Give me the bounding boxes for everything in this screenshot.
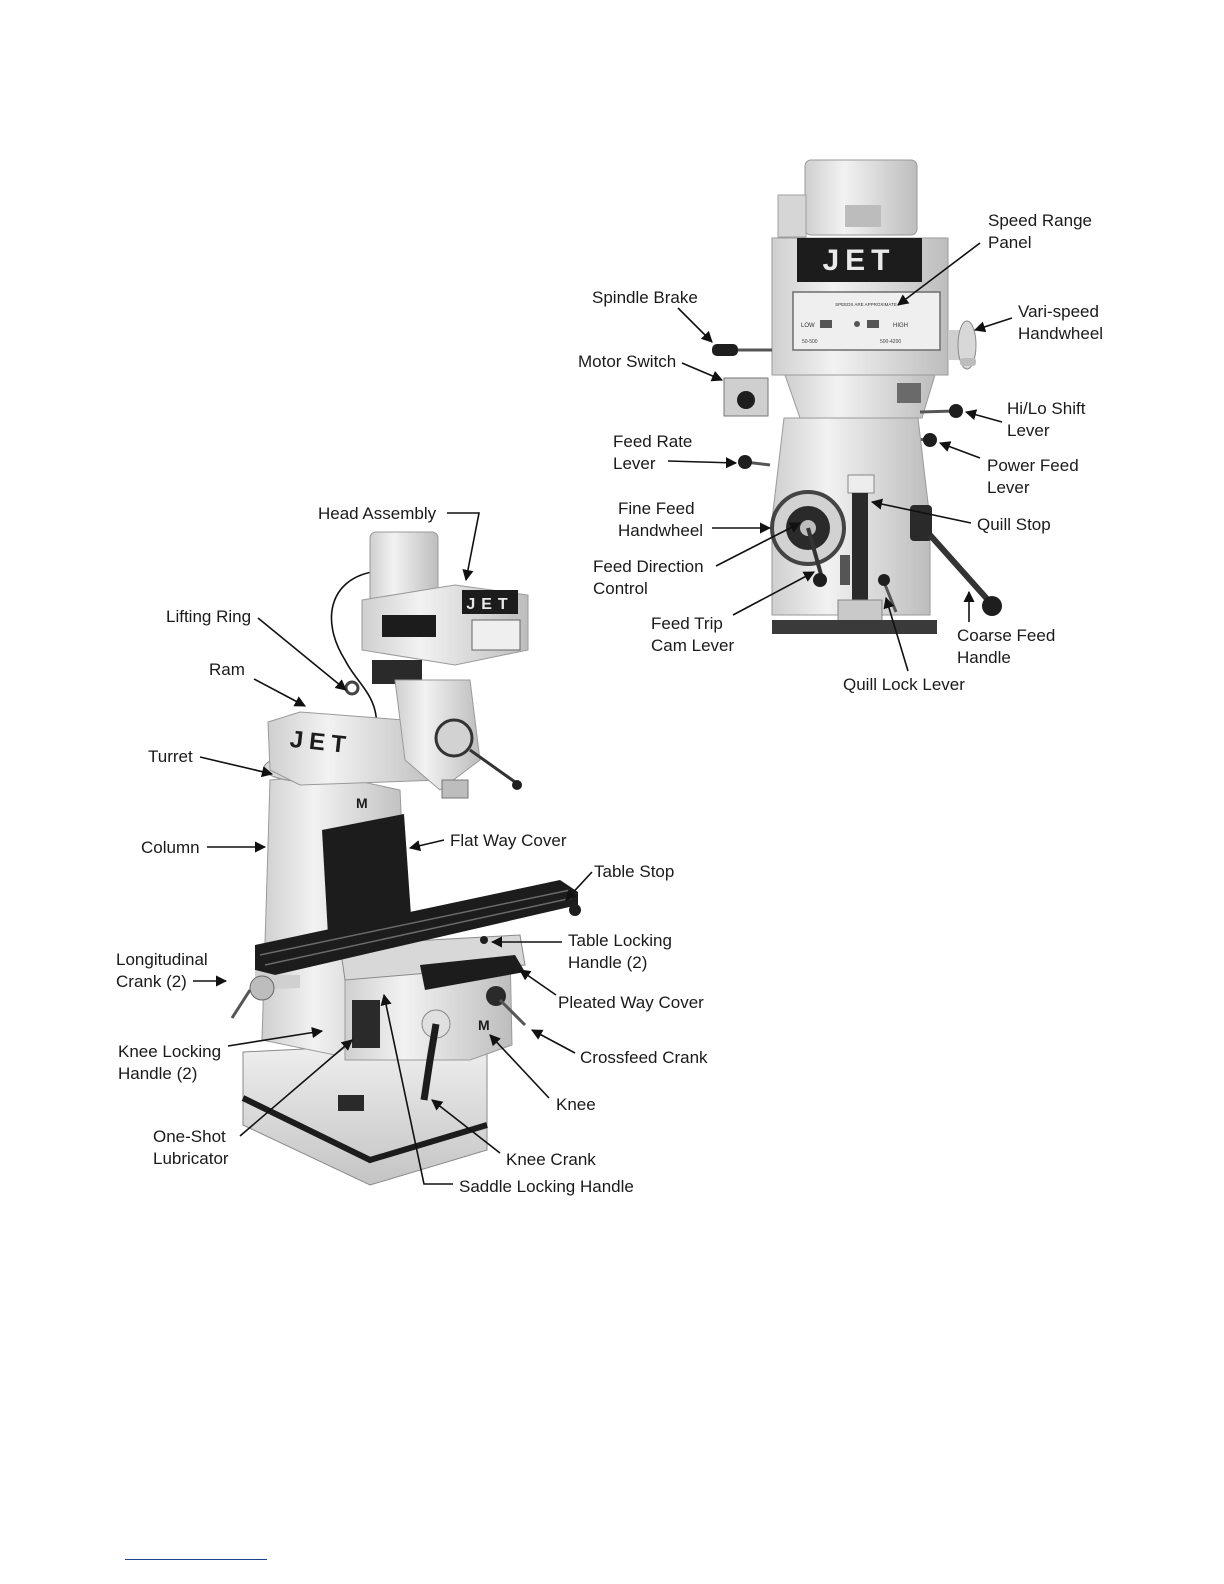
quill-stop-label: Quill Stop [977, 515, 1051, 534]
feed-rate-knob [738, 455, 752, 469]
quill-lock-lever-leader [883, 596, 909, 672]
turret-label: Turret [148, 747, 193, 766]
crossfeed-crank-label: Crossfeed Crank [580, 1048, 708, 1067]
lifting-ring-leader [257, 617, 347, 691]
motor-switch-label: Motor Switch [578, 352, 676, 371]
flat-way-cover-label: Flat Way Cover [450, 831, 567, 850]
panel-high-range: 500-4200 [880, 339, 901, 345]
side-callouts: Head Assembly Lifting Ring Ram Turret Co… [116, 504, 708, 1196]
hi-lo-shift-lever-leader [964, 409, 1003, 423]
hi-lo-knob [949, 404, 963, 418]
pleated-way-cover-leader [519, 969, 557, 996]
side-jet-badge [462, 590, 518, 614]
pleated-way-cover-label: Pleated Way Cover [558, 993, 704, 1012]
speed-range-panel-label: Speed Range Panel [988, 211, 1097, 252]
front-jet-badge [797, 238, 922, 282]
one-shot-lubricator-leader [239, 1039, 353, 1137]
power-feed-lever-label: Power Feed Lever [987, 456, 1083, 497]
feed-trip-cam-lever-label: Feed Trip Cam Lever [651, 614, 734, 655]
power-feed-knob [923, 433, 937, 447]
longitudinal-crank-label: Longitudinal Crank (2) [116, 950, 212, 991]
power-feed-lever-leader [938, 441, 981, 459]
column-mark-text: M [356, 795, 368, 811]
ram-leader [253, 678, 306, 707]
table-locking-handle-label: Table Locking Handle (2) [568, 931, 677, 972]
lifting-ring-shape [344, 680, 360, 696]
panel-low: LOW [801, 323, 815, 329]
table-stop-label: Table Stop [594, 862, 674, 881]
saddle-locking-handle-label: Saddle Locking Handle [459, 1177, 634, 1196]
knee-leader [489, 1034, 550, 1099]
quill-stop-leader [870, 498, 972, 524]
fine-feed-handwheel-label: Fine Feed Handwheel [618, 499, 703, 540]
flat-way-cover-leader [408, 839, 445, 852]
side-base [242, 1039, 488, 1186]
panel-header: SPEEDS ARE APPROXIMATE [835, 302, 897, 307]
side-view-illustration: JET M JET M [230, 531, 581, 1186]
motor-switch-leader [681, 362, 724, 382]
vari-speed-handwheel-leader [973, 317, 1013, 333]
side-head-jet-text: JET [466, 596, 513, 613]
knee-crank-label: Knee Crank [506, 1150, 596, 1169]
one-shot-lubricator-label: One-Shot Lubricator [153, 1127, 231, 1168]
coarse-feed-handle-label: Coarse Feed Handle [957, 626, 1060, 667]
knee-locking-handle-leader [227, 1027, 324, 1047]
head-assembly-leader [447, 512, 480, 582]
footer-rule [125, 1559, 267, 1560]
flat-way-cover-shape [322, 814, 412, 935]
hi-lo-shift-lever-label: Hi/Lo Shift Lever [1007, 399, 1090, 440]
panel-low-range: 50-500 [802, 339, 818, 345]
crossfeed-crank-leader [531, 1029, 576, 1054]
speed-range-panel-leader [897, 242, 981, 306]
front-view-illustration: JET SPEEDS ARE APPROXIMATE LOW HIGH 50-5… [712, 159, 1002, 634]
feed-rate-lever-leader [667, 457, 738, 469]
table-stop-leader [565, 871, 593, 901]
feed-rate-lever-label: Feed Rate Lever [613, 432, 697, 473]
spindle-brake-leader [677, 307, 713, 343]
coarse-feed-knob [982, 596, 1002, 616]
turret-leader [199, 756, 274, 778]
knee-locking-handle-label: Knee Locking Handle (2) [118, 1042, 226, 1083]
panel-high: HIGH [893, 323, 908, 329]
head-assembly-label: Head Assembly [318, 504, 437, 523]
vari-speed-handwheel-label: Vari-speed Handwheel [1018, 302, 1104, 343]
saddle-locking-handle-leader [380, 993, 453, 1185]
side-table [255, 880, 578, 975]
knee-crank-leader [431, 1099, 501, 1154]
feed-direction-control-label: Feed Direction Control [593, 557, 708, 598]
column-label: Column [141, 838, 200, 857]
side-jet-text: JET [289, 726, 353, 759]
pleated-way-cover-shape [420, 955, 525, 990]
vari-speed-handwheel-shape [957, 320, 977, 370]
ram-label: Ram [209, 660, 245, 679]
knee-label: Knee [556, 1095, 596, 1114]
spindle-brake-label: Spindle Brake [592, 288, 698, 307]
knee-mark-text: M [478, 1017, 490, 1033]
lifting-ring-label: Lifting Ring [166, 607, 251, 626]
speed-range-panel [792, 291, 941, 351]
front-callouts: Speed Range Panel Spindle Brake Vari-spe… [578, 211, 1104, 694]
feed-direction-control-leader [715, 522, 801, 567]
front-spindle-nose [837, 599, 883, 623]
front-jet-text: JET [822, 244, 895, 277]
spindle-brake-knob [712, 344, 738, 356]
quill-lock-lever-label: Quill Lock Lever [843, 675, 965, 694]
feed-trip-cam-lever-leader [732, 571, 815, 616]
